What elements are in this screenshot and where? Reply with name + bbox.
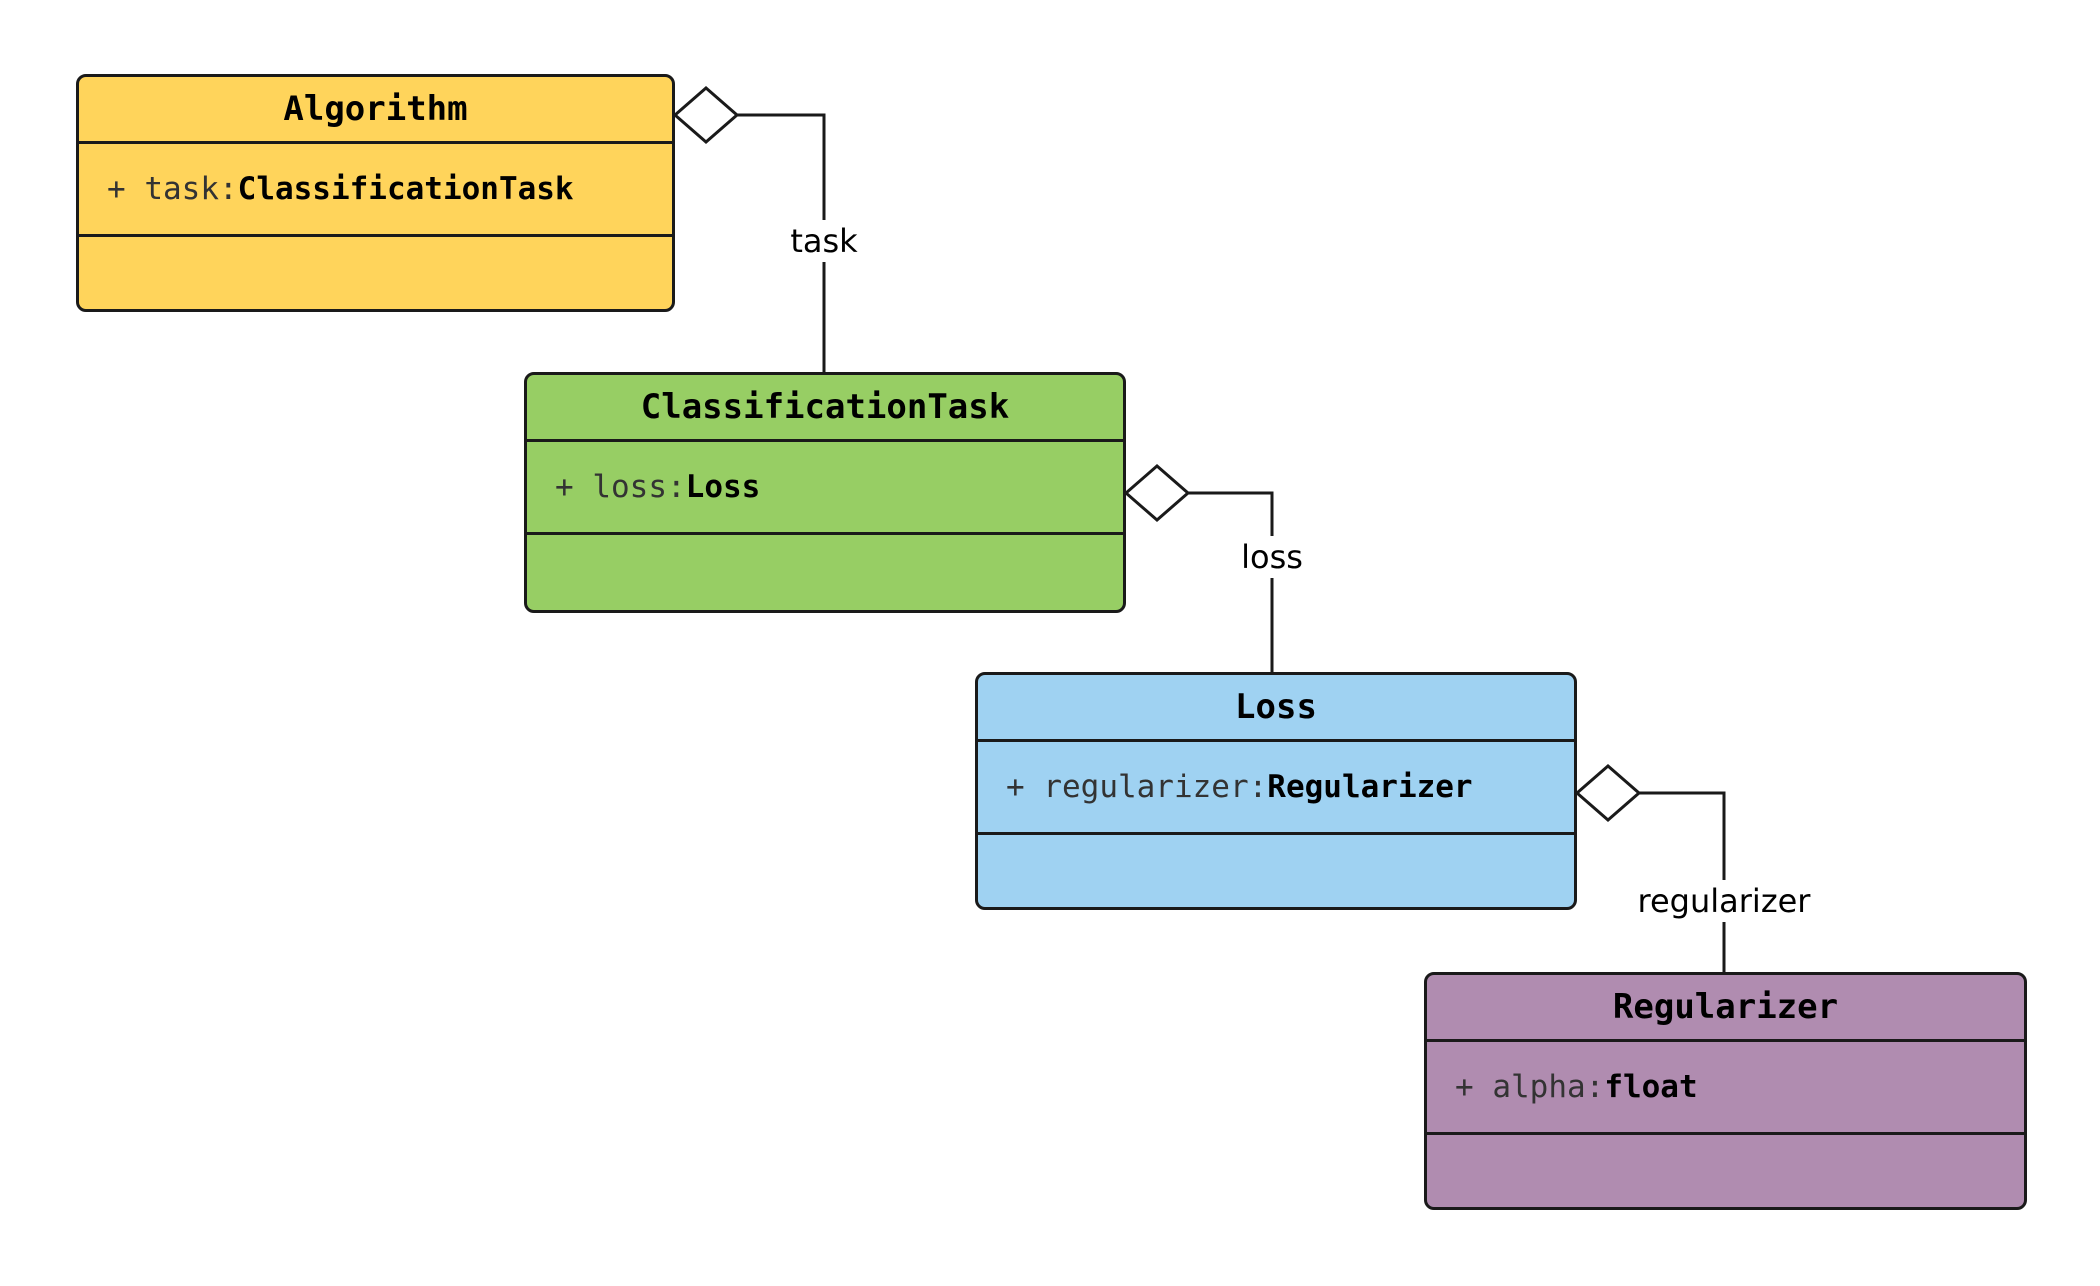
attribute-type: Loss [685, 469, 761, 505]
class-title: ClassificationTask [527, 375, 1123, 442]
attribute-name: + regularizer: [1006, 769, 1268, 805]
class-attributes: + regularizer: Regularizer [978, 742, 1574, 835]
aggregation-diamond-task [672, 86, 740, 144]
edge-label-regularizer: regularizer [1627, 880, 1821, 922]
class-methods-empty [79, 237, 672, 309]
class-loss[interactable]: Loss + regularizer: Regularizer [975, 672, 1577, 910]
attribute-name: + task: [107, 171, 238, 207]
class-title: Regularizer [1427, 975, 2024, 1042]
attribute-type: float [1604, 1069, 1698, 1105]
attribute-type: Regularizer [1267, 769, 1473, 805]
class-methods-empty [978, 835, 1574, 907]
class-attributes: + task: ClassificationTask [79, 144, 672, 237]
aggregation-diamond-regularizer [1574, 764, 1642, 822]
aggregation-diamond-loss [1123, 464, 1191, 522]
class-algorithm[interactable]: Algorithm + task: ClassificationTask [76, 74, 675, 312]
class-attributes: + alpha: float [1427, 1042, 2024, 1135]
edge-label-task: task [780, 220, 868, 262]
class-title: Algorithm [79, 77, 672, 144]
class-methods-empty [1427, 1135, 2024, 1207]
attribute-type: ClassificationTask [237, 171, 574, 207]
class-classificationtask[interactable]: ClassificationTask + loss: Loss [524, 372, 1126, 613]
class-methods-empty [527, 535, 1123, 610]
class-attributes: + loss: Loss [527, 442, 1123, 535]
edge-task-line [737, 113, 826, 372]
attribute-name: + loss: [555, 469, 686, 505]
edge-label-loss: loss [1231, 536, 1313, 578]
attribute-name: + alpha: [1455, 1069, 1605, 1105]
class-regularizer[interactable]: Regularizer + alpha: float [1424, 972, 2027, 1210]
edge-loss-line [1188, 491, 1274, 672]
class-title: Loss [978, 675, 1574, 742]
